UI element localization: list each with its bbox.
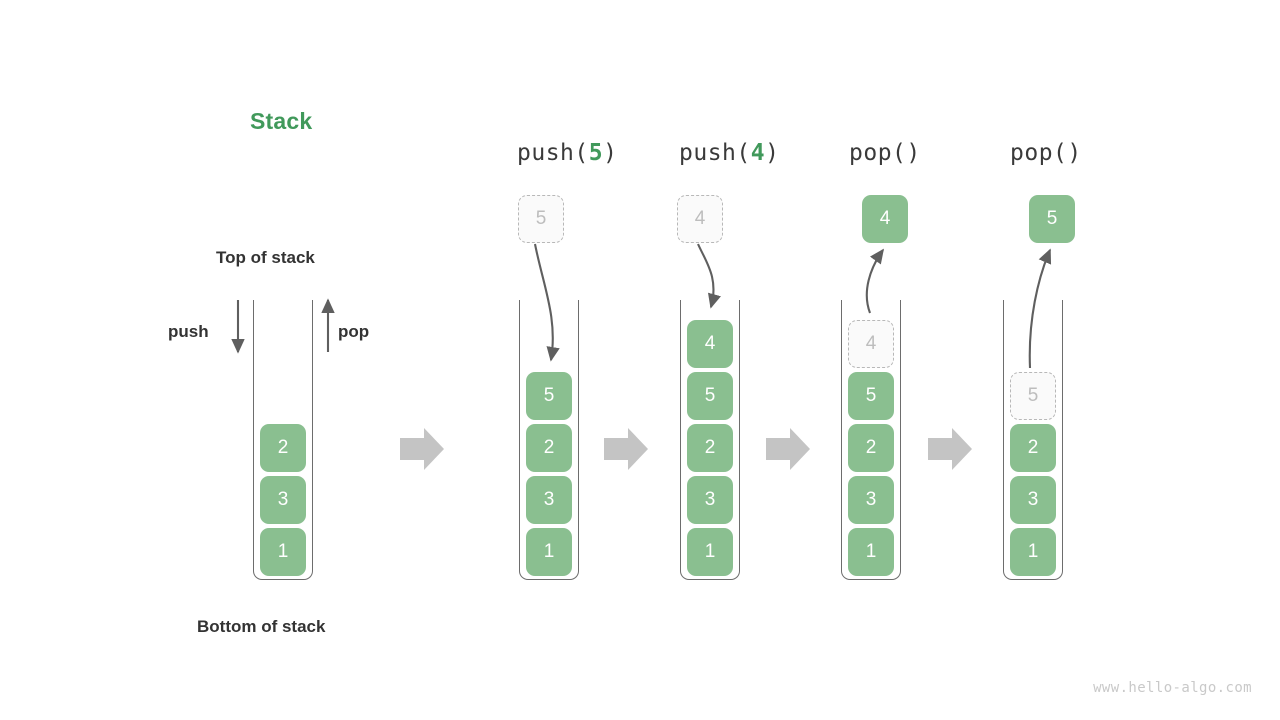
stack-cell: 2 xyxy=(848,424,894,472)
op-header-prefix: pop( xyxy=(1010,140,1068,166)
op-header-suffix: ) xyxy=(603,140,618,166)
op-header-suffix: ) xyxy=(765,140,780,166)
removed-ghost-cell: 5 xyxy=(1010,372,1056,420)
stack-cell: 5 xyxy=(687,372,733,420)
flow-arrow-1 xyxy=(400,428,444,470)
op-header-push-5: push(5) xyxy=(517,140,617,166)
stack-cell: 2 xyxy=(260,424,306,472)
flow-arrow-2 xyxy=(604,428,648,470)
popped-cell: 4 xyxy=(862,195,908,243)
stack-cell: 5 xyxy=(848,372,894,420)
op-header-suffix: ) xyxy=(1067,140,1082,166)
stack-cell: 2 xyxy=(526,424,572,472)
stack-cell: 3 xyxy=(260,476,306,524)
op-header-prefix: push( xyxy=(679,140,751,166)
watermark: www.hello-algo.com xyxy=(1093,680,1252,696)
stack-tube-pop-2 xyxy=(1003,300,1063,580)
top-of-stack-label: Top of stack xyxy=(216,248,315,267)
stack-cell: 3 xyxy=(1010,476,1056,524)
op-header-suffix: ) xyxy=(906,140,921,166)
stack-cell: 3 xyxy=(526,476,572,524)
push-label: push xyxy=(168,322,209,341)
stack-cell: 4 xyxy=(687,320,733,368)
pending-push-cell: 4 xyxy=(677,195,723,243)
stack-cell: 1 xyxy=(848,528,894,576)
stack-cell: 1 xyxy=(687,528,733,576)
stack-cell: 1 xyxy=(260,528,306,576)
op-header-pop-2: pop() xyxy=(1010,140,1082,166)
stack-tube-push-5 xyxy=(519,300,579,580)
flow-arrow-4 xyxy=(928,428,972,470)
op-header-arg: 5 xyxy=(588,140,604,166)
op-header-push-4: push(4) xyxy=(679,140,779,166)
pending-push-cell: 5 xyxy=(518,195,564,243)
stack-cell: 3 xyxy=(848,476,894,524)
stack-cell: 1 xyxy=(1010,528,1056,576)
page-title: Stack xyxy=(250,108,313,134)
stack-tube-push-4 xyxy=(680,300,740,580)
op-header-prefix: pop( xyxy=(849,140,907,166)
op-header-pop-1: pop() xyxy=(849,140,921,166)
bottom-of-stack-label: Bottom of stack xyxy=(197,617,326,636)
stack-cell: 2 xyxy=(687,424,733,472)
op-header-prefix: push( xyxy=(517,140,589,166)
push-4-motion-arrow xyxy=(697,243,721,309)
stack-tube-initial xyxy=(253,300,313,580)
stack-cell: 1 xyxy=(526,528,572,576)
pop-label: pop xyxy=(338,322,370,341)
stack-cell: 5 xyxy=(526,372,572,420)
stack-cell: 2 xyxy=(1010,424,1056,472)
stack-tube-pop-1 xyxy=(841,300,901,580)
op-header-arg: 4 xyxy=(750,140,766,166)
removed-ghost-cell: 4 xyxy=(848,320,894,368)
stack-cell: 3 xyxy=(687,476,733,524)
flow-arrow-3 xyxy=(766,428,810,470)
popped-cell: 5 xyxy=(1029,195,1075,243)
